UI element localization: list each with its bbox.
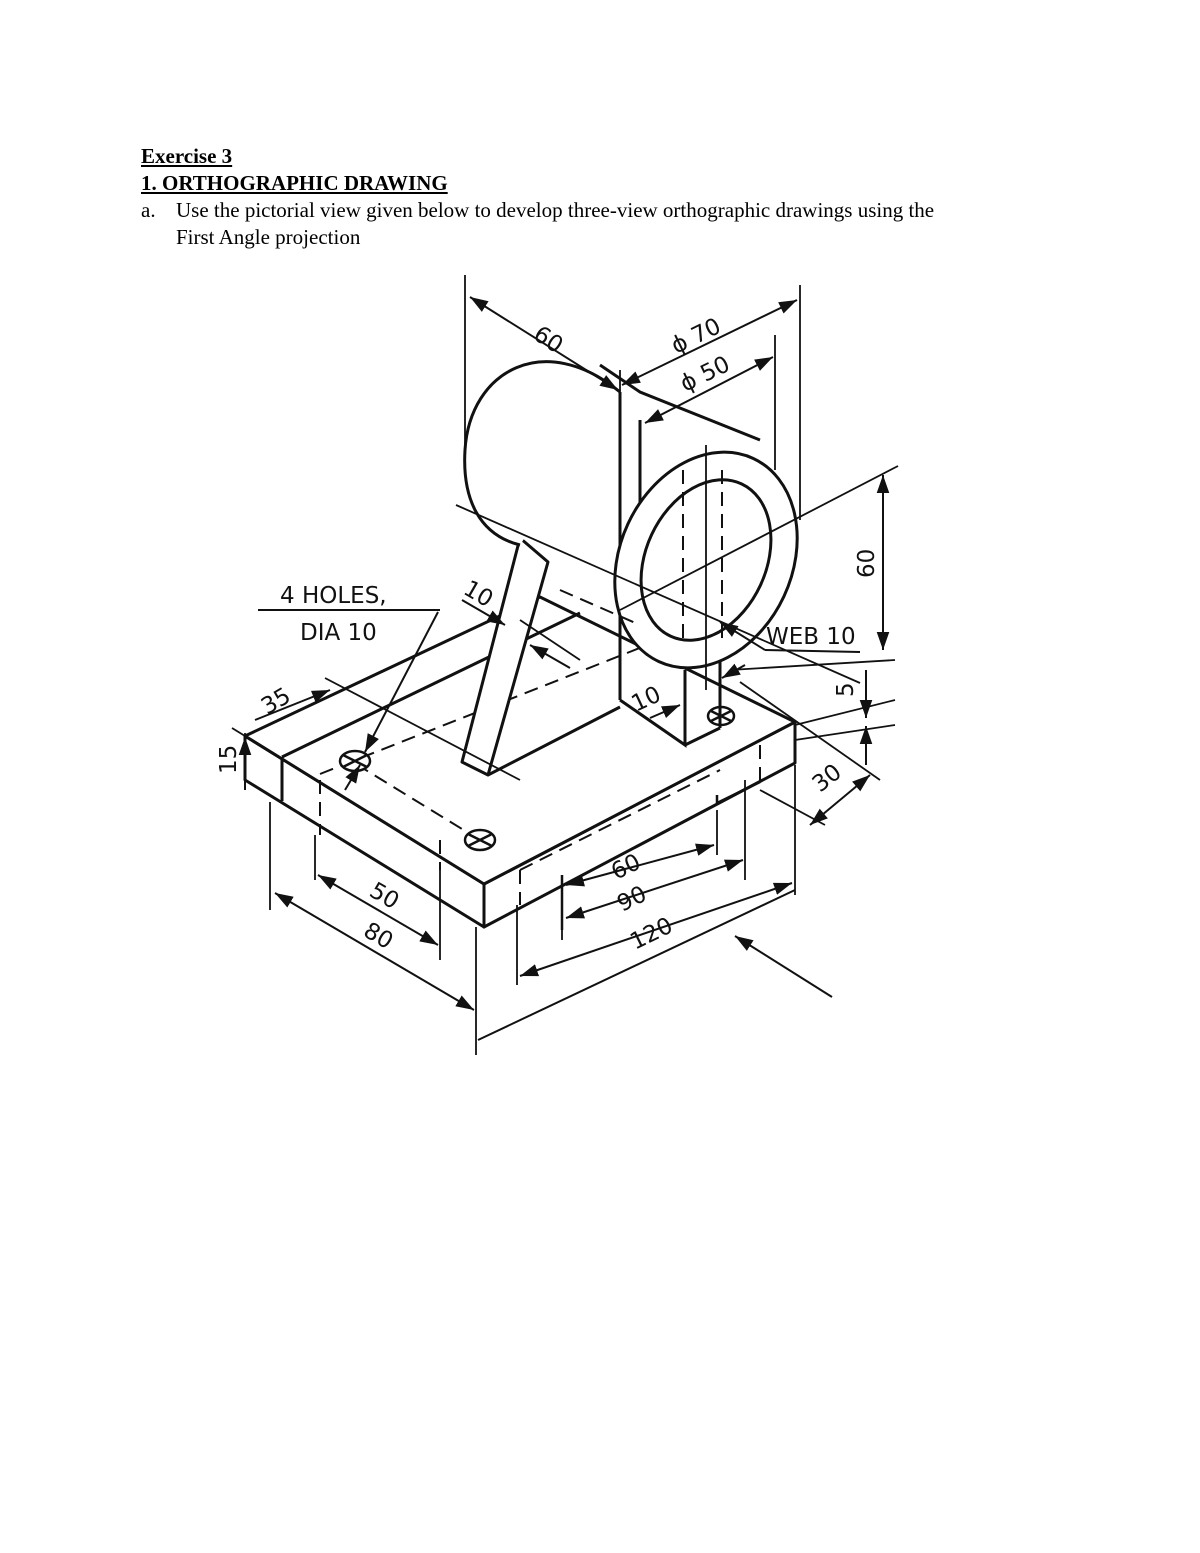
dim-label-90: 90 [613,881,651,917]
dim-line-35 [254,689,331,721]
center-lines [455,445,899,690]
hole-left [338,749,372,773]
hole-front [463,828,497,852]
dim-line-10-slot-b [721,663,746,679]
dim-label-60-top: 60 [529,321,568,359]
view-direction-arrow [734,935,833,998]
task-marker: a. [141,198,156,222]
dim-label-30: 30 [808,759,847,798]
task-text: Use the pictorial view given below to de… [176,197,1056,251]
dim-line-10-slot [649,704,681,719]
dim-label-phi70: ϕ 70 [667,313,725,359]
leaders [258,609,861,998]
web-rib [460,536,621,777]
dim-line-60-top [469,296,619,391]
dim-label-10-web: 10 [459,576,497,613]
dim-label-60-right: 60 [854,549,880,578]
dimension-lines [238,296,890,1041]
section-title: 1. ORTHOGRAPHIC DRAWING [141,171,448,195]
dim-label-50: 50 [365,878,403,915]
dim-label-phi50: ϕ 50 [676,351,734,397]
leader-holes [364,611,439,753]
dim-label-5: 5 [833,682,859,697]
dim-label-15: 15 [216,745,242,774]
dim-line-120 [519,882,793,977]
task-line-1: Use the pictorial view given below to de… [176,198,935,222]
task-line-2: First Angle projection [176,225,361,249]
dim-line-10-web-b [529,644,571,669]
dim-line-120-outer [477,889,796,1041]
exercise-title: Exercise 3 [141,144,233,168]
label-web: WEB 10 [766,624,856,650]
note-holes-line1: 4 HOLES, [280,583,387,609]
dim-line-10-web [461,599,506,626]
dim-label-80: 80 [359,918,397,955]
cylinder-boss [463,360,761,748]
cylinder-hidden-lines [559,470,723,640]
note-holes-line2: DIA 10 [300,620,377,646]
dim-line-phi50 [644,356,774,424]
dim-line-30 [809,774,871,826]
dim-line-80 [274,892,475,1011]
leader-web [764,649,861,653]
